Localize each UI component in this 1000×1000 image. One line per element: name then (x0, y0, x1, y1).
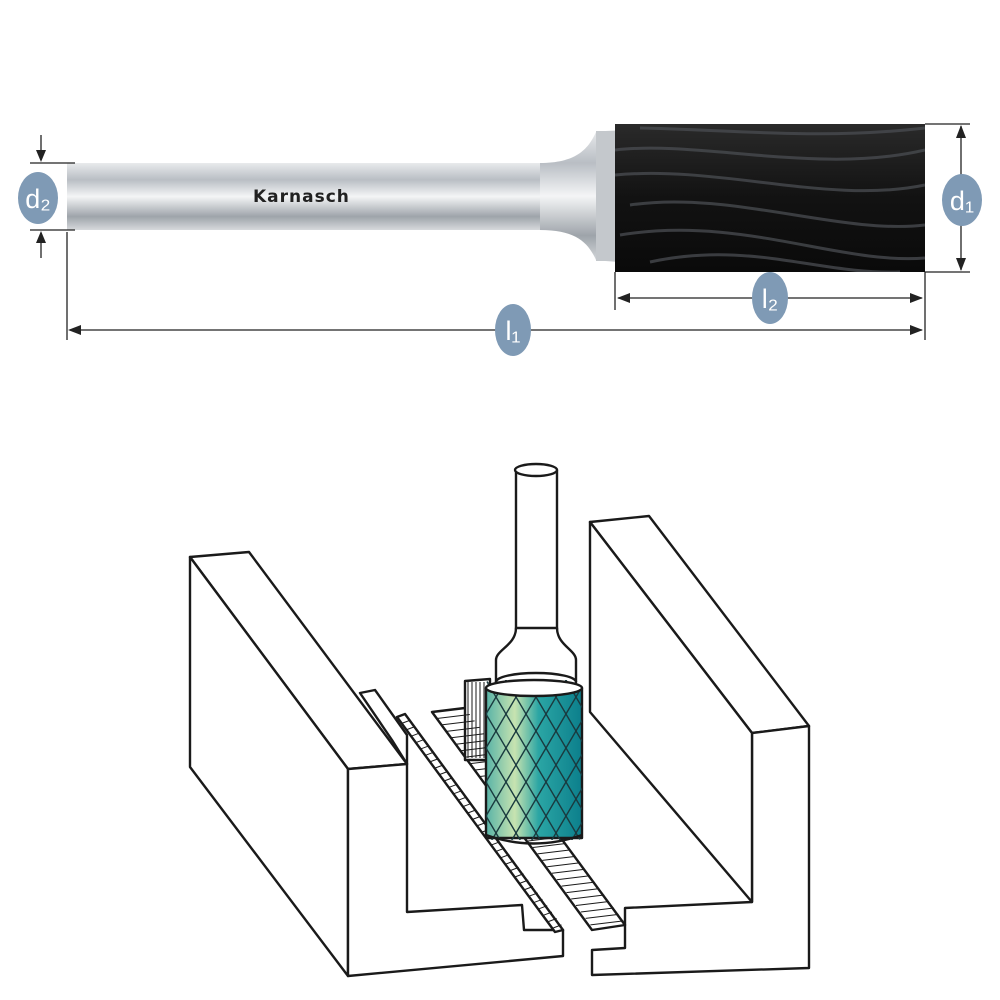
rail-hatch-line (532, 842, 566, 848)
application-illustration (188, 462, 811, 978)
rail-hatch-line (415, 739, 425, 744)
rail-hatch-line (580, 907, 614, 913)
rail-hatch-line (453, 790, 463, 795)
crosshatch-line (486, 680, 567, 840)
rail-hatch-line (510, 866, 519, 871)
rail-hatch-line (556, 875, 590, 881)
rail-hatch-line (505, 860, 515, 865)
rail-hatch-line (396, 713, 406, 718)
rail-hatch-line (520, 879, 529, 884)
tool-shank (514, 468, 559, 632)
rail-hatch-line (448, 783, 458, 788)
cutter-tool (484, 462, 584, 845)
svg-text:d₂: d₂ (25, 184, 51, 214)
crosshatch-line (505, 680, 582, 840)
shank (67, 163, 547, 230)
crosshatch-line (545, 680, 582, 840)
crosshatch-line (545, 680, 582, 840)
rail-hatch-line (425, 751, 434, 756)
cutter-flutes (615, 126, 925, 272)
dimension-badge-d2: d₂ (18, 172, 58, 224)
right-workpiece-block (588, 514, 811, 977)
rail-hatch-line (444, 777, 453, 782)
left-workpiece-block (188, 550, 565, 978)
rail-hatch-line (436, 713, 470, 719)
rail-hatch-line (548, 918, 557, 922)
rail-hatch-line (458, 796, 467, 801)
crosshatch-line (486, 680, 582, 840)
dimension-badge-d1: d₁ (942, 174, 982, 226)
rail-hatch-line (501, 854, 510, 859)
rail-hatch-line (585, 913, 619, 919)
rail-hatch-line (551, 868, 586, 874)
tool-crosshatch (486, 680, 582, 840)
rail-hatch-line (467, 809, 477, 814)
collar (596, 131, 615, 261)
rail-hatch-line (463, 802, 472, 807)
rail-hatch-line (590, 920, 624, 926)
rail-hatch-line (524, 886, 534, 890)
rail-hatch-line (439, 771, 448, 775)
rail-hatch-line (496, 847, 505, 852)
rail-hatch-line (539, 905, 548, 910)
rail-hatch-line (542, 855, 576, 861)
rail-hatch-line (472, 815, 482, 820)
rail-hatch-line (547, 862, 581, 868)
rail-hatch-line (430, 758, 439, 763)
rail-hatch-line (575, 901, 610, 906)
crosshatch-line (525, 680, 582, 840)
rail-hatch-line (537, 849, 571, 855)
dimension-badge-l2: l₂ (752, 272, 788, 324)
rail-hatch-line (446, 726, 480, 732)
rail-hatch-line (543, 911, 553, 916)
rail-hatch-line (434, 764, 444, 769)
rail-hatch-line (561, 881, 595, 887)
svg-text:d₁: d₁ (950, 186, 974, 216)
rail-hatch-line (431, 707, 466, 713)
cutter-head (615, 124, 925, 272)
svg-text:l₂: l₂ (762, 284, 778, 314)
rail-hatch-line (406, 726, 415, 731)
svg-text:l₁: l₁ (505, 316, 520, 346)
crosshatch-line (486, 680, 507, 840)
crosshatch-line (486, 680, 547, 840)
crosshatch-line (486, 680, 527, 840)
dimension-lines (30, 123, 970, 340)
cutter-product-image: Karnasch (67, 124, 925, 272)
rail-hatch-line (420, 745, 429, 750)
rail-hatch-line (515, 873, 524, 878)
rail-hatch-line (571, 894, 605, 900)
crosshatch-line (486, 680, 507, 840)
rail-hatch-line (477, 822, 486, 827)
rail-hatch-line (401, 719, 410, 724)
rail-hatch-line (529, 892, 538, 897)
brand-logo: Karnasch (253, 187, 350, 207)
rail-hatch-line (441, 720, 475, 726)
rail-hatch-line (491, 841, 500, 846)
rail-hatch-line (566, 888, 600, 894)
rail-hatch-line (534, 898, 543, 903)
rail-hatch-line (553, 924, 562, 929)
rail-hatch-line (411, 732, 420, 737)
crosshatch-line (486, 680, 527, 840)
dimension-badge-l1: l₁ (495, 304, 531, 356)
